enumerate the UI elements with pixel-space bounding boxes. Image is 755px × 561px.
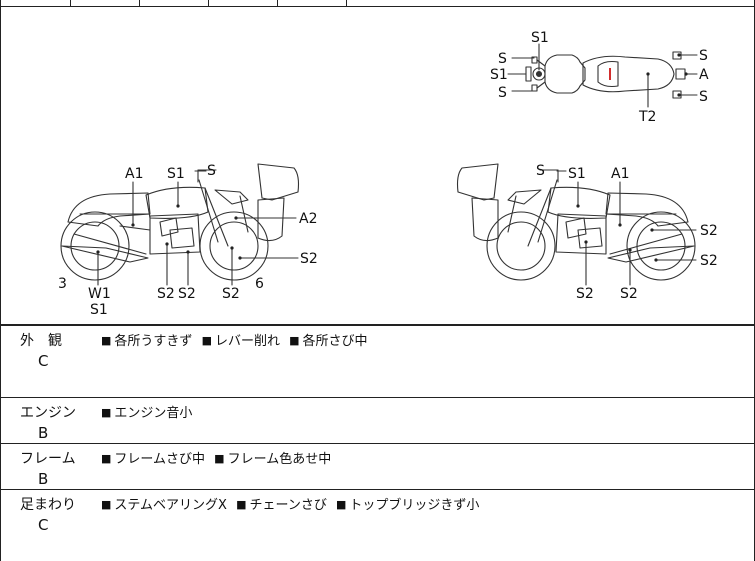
label-left-seat: S1	[167, 166, 185, 182]
label-top-tank: T2	[638, 109, 656, 125]
label-right-seat: S1	[568, 166, 586, 182]
left-border	[0, 0, 1, 561]
category-row-frame: フレーム B ■フレームさび中 ■フレーム色あせ中	[0, 444, 755, 489]
label-top-rear-lower: S	[699, 89, 708, 105]
label-left-w1: W1	[88, 286, 111, 302]
label-top-rear-upper: S	[699, 48, 708, 64]
label-left-s1: S1	[90, 302, 108, 318]
top-view-motorcycle	[525, 51, 686, 99]
note-item: 各所さび中	[302, 334, 368, 349]
header-divider	[70, 0, 71, 6]
row-divider	[0, 489, 755, 490]
category-notes: ■エンジン音小	[101, 402, 192, 421]
header-divider	[208, 0, 209, 6]
header-top-line	[0, 6, 755, 7]
square-bullet-icon: ■	[236, 498, 247, 511]
square-bullet-icon: ■	[101, 406, 112, 419]
header-divider	[139, 0, 140, 6]
category-row-engine: エンジン B ■エンジン音小	[0, 398, 755, 443]
label-right-rear-upper: S2	[700, 223, 718, 239]
label-left-rear-num: 3	[58, 276, 67, 292]
label-left-engine1: S2	[157, 286, 175, 302]
square-bullet-icon: ■	[101, 498, 112, 511]
label-right-engine1: S2	[576, 286, 594, 302]
label-left-fork: A2	[299, 211, 317, 227]
label-right-engine2: S2	[620, 286, 638, 302]
label-left-mirror: S	[207, 163, 216, 179]
note-item: ステムベアリングX	[114, 498, 227, 513]
category-name: エンジン	[20, 405, 76, 421]
category-name: 外 観	[20, 333, 62, 349]
right-view-motorcycle	[456, 163, 696, 281]
note-item: フレーム色あせ中	[227, 452, 332, 467]
square-bullet-icon: ■	[214, 452, 225, 465]
square-bullet-icon: ■	[289, 334, 300, 347]
label-left-exhaust: S2	[300, 251, 318, 267]
square-bullet-icon: ■	[101, 334, 112, 347]
note-item: レバー削れ	[214, 334, 280, 349]
category-name: 足まわり	[20, 497, 76, 513]
category-grade: C	[38, 516, 49, 534]
label-right-mirror: S	[536, 163, 545, 179]
category-notes: ■フレームさび中 ■フレーム色あせ中	[101, 448, 331, 467]
note-item: フレームさび中	[114, 452, 206, 467]
note-item: チェーンさび	[249, 498, 327, 513]
label-left-engine2: S2	[178, 286, 196, 302]
label-right-rear-lower: S2	[700, 253, 718, 269]
label-top-rear-mid: A	[699, 67, 709, 83]
category-grade: B	[38, 470, 49, 488]
square-bullet-icon: ■	[201, 334, 212, 347]
note-item: トップブリッジきず小	[349, 498, 480, 513]
label-left-front-num: 6	[255, 276, 264, 292]
label-top-front-upper: S	[498, 51, 507, 67]
square-bullet-icon: ■	[335, 498, 347, 511]
label-left-engine3: S2	[222, 286, 240, 302]
header-divider	[277, 0, 278, 6]
damage-points	[96, 53, 688, 262]
category-grade: B	[38, 424, 49, 442]
category-row-suspension: 足まわり C ■ステムベアリングX ■チェーンさび ■トップブリッジきず小	[0, 490, 755, 561]
left-view-motorcycle	[60, 163, 300, 281]
header-divider	[346, 0, 347, 6]
square-bullet-icon: ■	[101, 452, 112, 465]
category-row-exterior: 外 観 C ■各所うすきず ■レバー削れ ■各所さび中	[0, 326, 755, 397]
label-left-tank: A1	[125, 166, 143, 182]
label-top-front-lower: S	[498, 85, 507, 101]
row-divider	[0, 397, 755, 398]
category-notes: ■ステムベアリングX ■チェーンさび ■トップブリッジきず小	[101, 494, 479, 513]
category-grade: C	[38, 352, 49, 370]
row-divider	[0, 443, 755, 444]
label-top-s1: S1	[531, 30, 549, 46]
label-right-tank: A1	[611, 166, 629, 182]
damage-diagram: S1 S S1 S T2 S A S A1 S1 S A2 S2 3 6 W1 …	[58, 30, 718, 318]
note-item: エンジン音小	[114, 406, 193, 421]
diagram-bottom-line	[0, 324, 755, 326]
label-top-front-mid: S1	[490, 67, 508, 83]
note-item: 各所うすきず	[114, 334, 193, 349]
category-notes: ■各所うすきず ■レバー削れ ■各所さび中	[101, 330, 368, 349]
motorcycle-diagram-svg: S1 S S1 S T2 S A S A1 S1 S A2 S2 3 6 W1 …	[58, 30, 718, 318]
category-name: フレーム	[20, 451, 76, 467]
